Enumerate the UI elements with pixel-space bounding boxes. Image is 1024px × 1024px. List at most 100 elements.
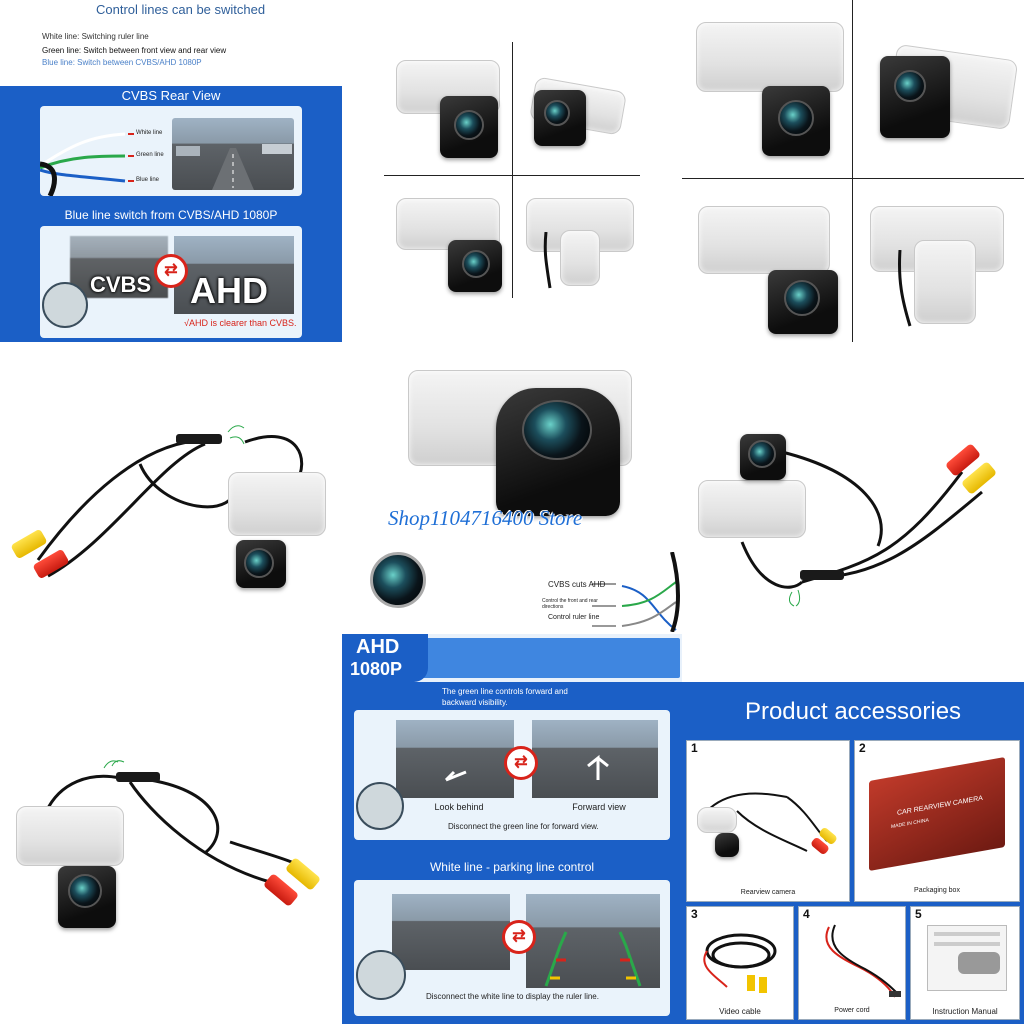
camera-lens — [454, 110, 484, 140]
blue-line-label: Blue line — [136, 177, 160, 183]
license-lamp-housing — [228, 472, 326, 536]
green-line-note: Green line: Switch between front view an… — [42, 46, 227, 55]
cvbs-label: CVBS — [90, 272, 152, 297]
ahd-badge-line2: 1080P — [350, 659, 403, 679]
control-lines-title: Control lines can be switched — [96, 2, 266, 17]
grid-divider-vertical — [512, 42, 513, 298]
packaging-box-drawing: CAR REARVIEW CAMERA MADE IN CHINA — [869, 757, 1005, 871]
ruler-line-callout: Control ruler line — [548, 614, 600, 621]
cvbs-cuts-ahd-callout: CVBS cuts AHD — [548, 580, 606, 589]
control-lines-panel: Control lines can be switched White line… — [0, 0, 342, 342]
accessory-number: 5 — [915, 907, 922, 921]
camera-lens — [544, 100, 570, 126]
switch-icon: ⇄ — [502, 920, 536, 954]
ahd-1080p-panel: AHD 1080P The green line controls forwar… — [342, 634, 682, 1024]
grid-divider-vertical — [852, 0, 853, 342]
forward-view-photo — [532, 720, 658, 798]
green-line-label: Green line — [136, 152, 164, 158]
ahd-panel-blue-strip — [404, 638, 680, 678]
license-lamp-housing — [16, 806, 124, 866]
cvbs-rear-view-heading: CVBS Rear View — [121, 88, 221, 103]
accessory-packaging-box: 2 CAR REARVIEW CAMERA MADE IN CHINA Pack… — [854, 740, 1020, 902]
camera-closeup: Shop1104716400 Store CVBS cuts AHD Contr… — [342, 342, 682, 634]
accessory-power-cord: 4 Power cord — [798, 906, 906, 1020]
camera-views-grid-1 — [342, 0, 682, 342]
accessory-label: Instruction Manual — [932, 1007, 998, 1016]
power-cord-drawing — [825, 924, 901, 998]
license-lamp-housing — [698, 480, 806, 538]
camera-kit-left — [0, 342, 342, 682]
ahd-photo — [174, 236, 294, 314]
accessory-label: Rearview camera — [740, 889, 796, 896]
accessory-number: 4 — [803, 907, 810, 921]
ahd-badge: AHD 1080P — [342, 634, 428, 682]
accessory-number: 2 — [859, 741, 866, 755]
accessory-video-cable: 3 Video cable — [686, 906, 794, 1020]
bracket — [914, 240, 976, 324]
cvbs-ahd-card: CVBS AHD ⇄ √AHD is clearer than CVBS. — [40, 226, 302, 338]
accessory-instruction-manual: 5 Instruction Manual — [910, 906, 1020, 1020]
license-lamp-housing — [698, 206, 830, 274]
camera-body — [715, 833, 739, 857]
license-lamp-housing — [696, 22, 844, 92]
camera-kit-right — [682, 342, 1024, 634]
wire-cut-inset — [42, 282, 88, 328]
camera-lens — [894, 70, 926, 102]
camera-lens — [462, 250, 490, 278]
parking-line-card: ⇄ Disconnect the white line to display t… — [354, 880, 670, 1016]
wire-cut-inset — [356, 950, 406, 1000]
no-ruler-photo — [392, 894, 510, 970]
cable-drawing — [543, 232, 552, 289]
blue-line-note: Blue line: Switch between CVBS/AHD 1080P — [42, 58, 202, 67]
accessory-label: Video cable — [719, 1007, 761, 1016]
accessory-number: 3 — [691, 907, 698, 921]
camera-lens — [244, 548, 274, 578]
blue-line-switch-heading: Blue line switch from CVBS/AHD 1080P — [64, 208, 278, 222]
cable-drawing — [44, 760, 312, 884]
accessory-number: 1 — [691, 741, 698, 755]
look-behind-photo — [396, 720, 514, 798]
look-behind-label: Look behind — [434, 802, 484, 812]
ahd-badge-line1: AHD — [356, 636, 400, 658]
white-line-label: White line — [136, 130, 163, 136]
bracket — [560, 230, 600, 286]
camera-lens — [68, 874, 102, 908]
camera-kit-bottom-left — [0, 682, 342, 1024]
license-lamp-housing — [697, 807, 737, 833]
accessory-label: Power cord — [834, 1007, 870, 1014]
white-line-note: White line: Switching ruler line — [42, 32, 149, 41]
disconnect-white-note: Disconnect the white line to display the… — [426, 992, 599, 1001]
green-line-note: The green line controls forward and back… — [442, 687, 568, 707]
camera-lens — [748, 440, 776, 468]
camera-lens — [784, 280, 820, 316]
ruler-photo — [526, 894, 660, 988]
accessory-rearview-camera: 1 Rearview camera — [686, 740, 850, 902]
forward-view-card: ⇄ Look behind Forward view Disconnect th… — [354, 710, 670, 840]
grid-divider-horizontal — [682, 178, 1024, 179]
wire-card: White line Green line Blue line — [40, 106, 302, 196]
white-line-title: White line - parking line control — [429, 860, 595, 874]
cable-drawing — [898, 250, 912, 327]
cvbs-info-panel: CVBS Rear View White line Green line Blu… — [0, 86, 342, 342]
product-accessories-panel: Product accessories 1 Rearview camera 2 … — [682, 682, 1024, 1024]
accessories-title: Product accessories — [744, 698, 962, 725]
switch-icon: ⇄ — [504, 746, 538, 780]
grid-divider-horizontal — [384, 175, 640, 176]
camera-lens — [522, 400, 592, 460]
front-rear-callout: Control the front and rear directions — [542, 598, 598, 610]
camera-views-grid-2 — [682, 0, 1024, 342]
disconnect-green-note: Disconnect the green line for forward vi… — [448, 822, 599, 831]
cable-drawing — [740, 450, 983, 607]
rear-view-photo — [172, 118, 294, 190]
video-cable-drawing — [703, 933, 777, 993]
switch-icon: ⇄ — [154, 254, 188, 288]
ahd-clearer-note: √AHD is clearer than CVBS. — [184, 318, 297, 328]
manual-drawing — [927, 925, 1007, 991]
wires-drawing — [40, 132, 134, 196]
store-watermark: Shop1104716400 Store — [388, 506, 583, 530]
camera-lens — [778, 100, 814, 136]
cvbs-photo — [70, 236, 168, 298]
wire-cut-inset — [356, 782, 404, 830]
forward-view-label: Forward view — [572, 802, 626, 812]
lens-inset — [370, 552, 426, 608]
